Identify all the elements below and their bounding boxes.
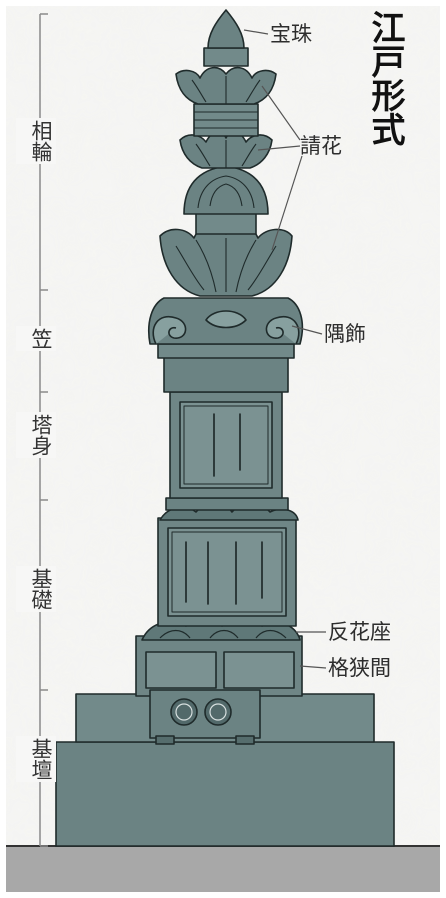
callout-sumikazari: 隅飾: [324, 322, 366, 346]
ground: [6, 846, 440, 892]
callout-kaebanaza: 反花座: [328, 620, 391, 644]
callout-hoju: 宝珠: [270, 22, 312, 46]
pagoda-stone: [55, 9, 395, 847]
label-kiso: 基礎: [16, 566, 56, 612]
kasa-base: [163, 355, 289, 393]
kidan-lower: [55, 741, 395, 847]
hoju: [207, 9, 245, 49]
sumikazari-left: [152, 315, 187, 345]
page-title: 江戸形式: [365, 10, 405, 146]
label-toshin: 塔身: [16, 412, 56, 458]
callout-koshima: 格狭間: [328, 656, 391, 680]
label-kasa: 笠: [16, 326, 56, 351]
sumikazari-right: [265, 315, 300, 345]
leader-lines: [243, 29, 327, 669]
koshima-panel-left: [145, 651, 217, 689]
label-kidan: 基壇: [16, 736, 56, 782]
koshima-panel-right: [223, 651, 295, 689]
inscription-marks: [185, 413, 263, 605]
callout-ukebana: 請花: [300, 134, 342, 158]
label-sorin: 相輪: [16, 118, 56, 164]
